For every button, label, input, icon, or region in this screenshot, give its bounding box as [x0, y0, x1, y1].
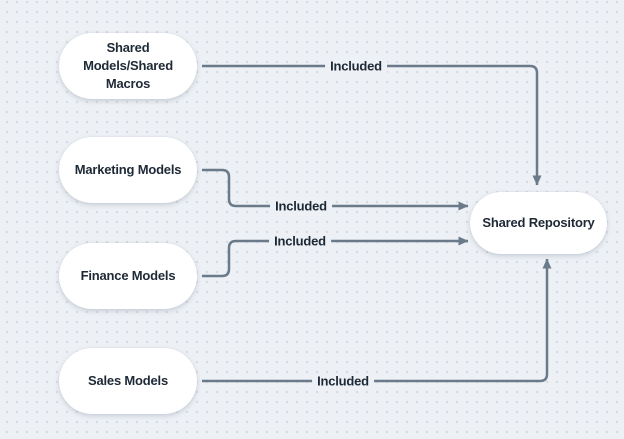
node-sales-models: Sales Models [59, 348, 197, 414]
edge-sales-to-repository [202, 258, 552, 383]
edge-marketing-to-repository [202, 168, 469, 211]
edge-label-included-finance: Included [269, 233, 331, 249]
node-label: Sales Models [88, 373, 168, 388]
node-label: Marketing Models [74, 162, 182, 177]
node-marketing-models: Marketing Models [59, 137, 197, 203]
node-shared-models-macros: Shared Models/Shared Macros [59, 33, 197, 99]
node-label-line: Shared [106, 40, 150, 55]
edge-finance-to-repository [202, 236, 469, 278]
node-label: Shared Repository [482, 215, 595, 230]
edge-label-included-marketing: Included [270, 198, 332, 214]
node-finance-models: Finance Models [59, 243, 197, 309]
node-label: Finance Models [80, 268, 176, 283]
edge-label-included-sales: Included [312, 373, 374, 389]
node-label-line: Macros [105, 76, 151, 91]
node-label-line: Models/Shared [83, 58, 173, 73]
node-shared-repository: Shared Repository [470, 192, 607, 254]
edge-label-included-top: Included [325, 58, 387, 74]
edge-shared-models-to-repository [202, 64, 542, 186]
